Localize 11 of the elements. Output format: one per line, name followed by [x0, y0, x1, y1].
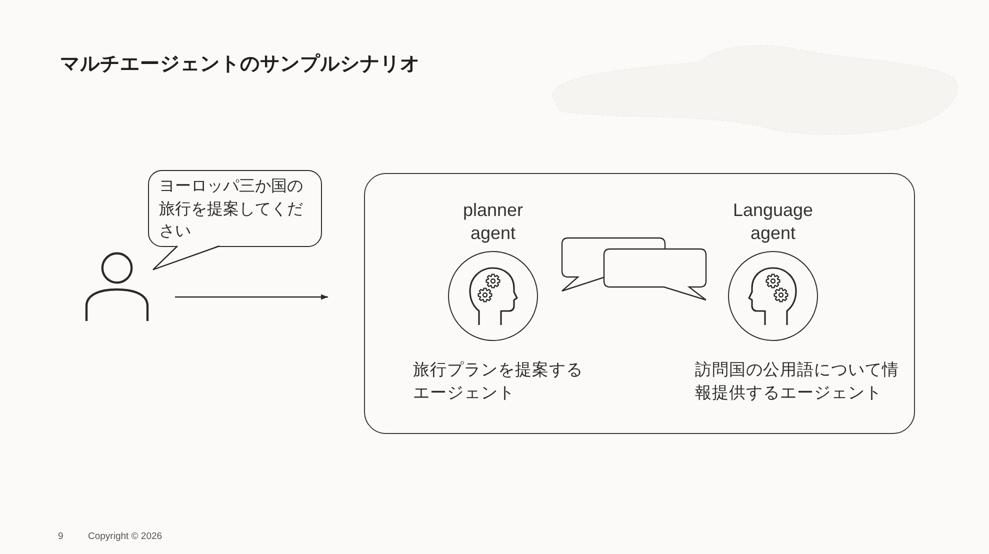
- agent-name: planner agent: [462, 199, 524, 245]
- page-number: 9: [58, 531, 64, 542]
- agent-description: 旅行プランを提案するエージェント: [413, 360, 584, 404]
- copyright-text: Copyright © 2026: [88, 531, 162, 542]
- agent-name: Language agent: [732, 199, 814, 245]
- bubble-text: ヨーロッパ三か国の旅行を提案してください: [159, 177, 304, 242]
- group-box: [364, 173, 915, 434]
- arrow: [175, 294, 328, 300]
- person-icon: [84, 252, 150, 321]
- agent-description: 訪問国の公用語について情報提供するエージェント: [695, 360, 900, 404]
- title: マルチエージェントのサンプルシナリオ: [60, 52, 420, 77]
